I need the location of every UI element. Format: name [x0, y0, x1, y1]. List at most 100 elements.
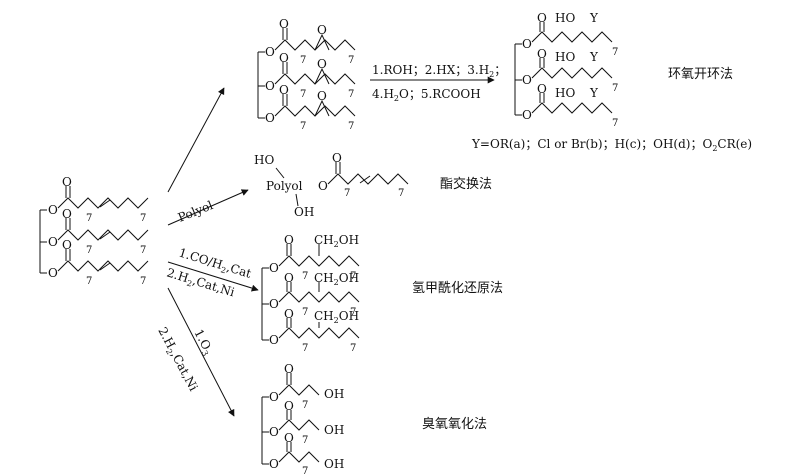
atom-o: O: [62, 207, 72, 221]
polyol-label: Polyol: [266, 179, 303, 193]
ozonolysis-product: O O OH 7 O O OH 7 O O OH 7: [261, 362, 344, 476]
hydroxyl: OH: [324, 457, 344, 471]
hydroxyl: OH: [324, 423, 344, 437]
hydroxymethyl-chain: O O CH2OH 7 7: [269, 271, 360, 318]
reagent-line-1: 1.ROH；2.HX；3.H2；: [372, 63, 506, 79]
atom-o: O: [317, 89, 327, 103]
chain-length: 7: [140, 245, 146, 256]
hydroxyl: HO: [555, 11, 575, 25]
chain-length: 7: [300, 55, 306, 66]
chain-length: 7: [300, 121, 306, 132]
arrow-ozonolysis: [167, 287, 235, 417]
chain-length: 7: [140, 276, 146, 287]
epoxide-chain: O O O 7 7: [265, 83, 356, 132]
atom-o: O: [269, 297, 279, 311]
epoxide-chain: O O O 7 7: [265, 51, 356, 100]
reagent-ozonolysis-1: 1.O3: [190, 327, 217, 358]
hydroxymethyl-chain: O O CH2OH 7 7: [269, 233, 360, 282]
atom-o: O: [332, 151, 342, 165]
chain-length: 7: [86, 213, 92, 224]
chain-length: 7: [398, 188, 404, 199]
atom-o: O: [62, 238, 72, 252]
chain-length: 7: [348, 55, 354, 66]
atom-o: O: [48, 266, 58, 280]
reagent-line-2: 4.H2O；5.RCOOH: [372, 87, 481, 103]
arrow-polyol: [167, 189, 249, 226]
atom-o: O: [265, 79, 275, 93]
alcohol-chain: O O OH 7: [269, 399, 344, 446]
chain-length: 7: [302, 343, 308, 354]
alcohol-chain: O O OH 7: [269, 362, 344, 411]
opened-chain: O O HO Y 7: [522, 82, 618, 129]
hydroxyl: OH: [324, 387, 344, 401]
substituent-y: Y: [589, 11, 599, 25]
alcohol-chain: O O OH 7: [269, 431, 344, 476]
opened-chain: O O HO Y 7: [522, 47, 618, 94]
reaction-arrows: [167, 76, 495, 417]
hydroxymethyl-chain: O O CH2OH 7 7: [269, 307, 360, 354]
chain-length: 7: [612, 118, 618, 129]
atom-o: O: [537, 11, 547, 25]
atom-o: O: [284, 399, 294, 413]
atom-o: O: [537, 82, 547, 96]
method-transesterification: 酯交换法: [440, 176, 492, 192]
chain-length: 7: [348, 89, 354, 100]
ring-opening-reagents: 1.ROH；2.HX；3.H2； 4.H2O；5.RCOOH: [372, 63, 506, 103]
atom-o: O: [317, 57, 327, 71]
chain-length: 7: [350, 343, 356, 354]
arrow-hydroformylation: [167, 261, 259, 292]
chain-length: 7: [612, 83, 618, 94]
atom-o: O: [284, 431, 294, 445]
atom-o: O: [269, 261, 279, 275]
atom-o: O: [318, 179, 328, 193]
epoxide-chain: O O O 7 7: [265, 17, 356, 66]
chain-length: 7: [302, 400, 308, 411]
substituent-y: Y: [589, 86, 599, 100]
epoxidized-triglyceride: O O O 7 7 O O O 7 7 O O O 7 7: [257, 17, 356, 132]
hydroxyl: OH: [294, 205, 314, 219]
hydroxymethyl: CH2OH: [314, 233, 359, 249]
atom-o: O: [279, 17, 289, 31]
hydroformylation-product: O O CH2OH 7 7 O O CH2OH 7 7 O O CH2OH 7: [261, 233, 360, 354]
atom-o: O: [284, 271, 294, 285]
hydroxymethyl: CH2OH: [314, 271, 359, 287]
atom-o: O: [522, 108, 532, 122]
atom-o: O: [279, 83, 289, 97]
transesterification-product: HO Polyol OH O O 7 7: [254, 151, 409, 219]
atom-o: O: [284, 307, 294, 321]
chain-length: 7: [86, 276, 92, 287]
chain-length: 7: [302, 466, 308, 476]
atom-o: O: [48, 235, 58, 249]
chain-length: 7: [350, 307, 356, 318]
atom-o: O: [522, 73, 532, 87]
atom-o: O: [269, 425, 279, 439]
chain-length: 7: [302, 307, 308, 318]
chain-length: 7: [348, 121, 354, 132]
atom-o: O: [284, 233, 294, 247]
atom-o: O: [48, 203, 58, 217]
atom-o: O: [269, 457, 279, 471]
opened-chain: O O HO Y 7: [522, 11, 618, 58]
hydroxyl: HO: [555, 86, 575, 100]
y-definition: Y=OR(a)；Cl or Br(b)；H(c)；OH(d)；O2CR(e): [471, 137, 752, 153]
chain-length: 7: [86, 245, 92, 256]
hydroxyl: HO: [555, 50, 575, 64]
atom-o: O: [537, 47, 547, 61]
reagent-polyol: Polyol: [176, 198, 215, 225]
atom-o: O: [269, 390, 279, 404]
method-epoxide-ring-opening: 环氧开环法: [668, 67, 733, 82]
hydroxymethyl: CH2OH: [314, 309, 359, 325]
substituent-y: Y: [589, 50, 599, 64]
chain-length: 7: [302, 271, 308, 282]
method-ozonolysis: 臭氧氧化法: [422, 417, 487, 432]
chain-length: 7: [344, 188, 350, 199]
atom-o: O: [269, 333, 279, 347]
atom-o: O: [279, 51, 289, 65]
atom-o: O: [265, 111, 275, 125]
atom-o: O: [62, 175, 72, 189]
hydroxyl: HO: [254, 153, 274, 167]
chain-length: 7: [140, 213, 146, 224]
chain-length: 7: [302, 435, 308, 446]
starting-triglyceride: O O 7 7 O O 7 7 O O 7 7: [39, 175, 149, 287]
